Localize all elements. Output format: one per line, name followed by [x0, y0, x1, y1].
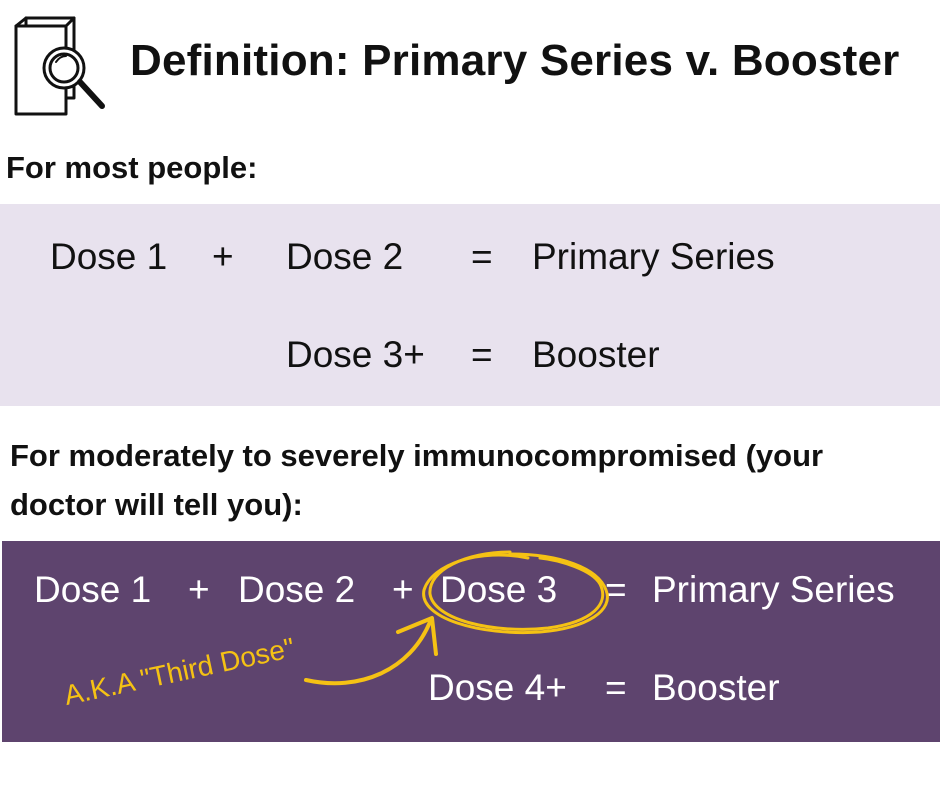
- equals-sign: =: [605, 569, 627, 610]
- page-title: Definition: Primary Series v. Booster: [130, 36, 900, 85]
- section-heading-immunocompromised-line2: doctor will tell you):: [10, 487, 303, 522]
- plus-sign: +: [392, 569, 414, 610]
- dose-3-label: Dose 3: [440, 569, 558, 610]
- plus-sign: +: [212, 236, 234, 277]
- dose-3-plus-label: Dose 3+: [286, 334, 425, 375]
- book-magnifier-icon: [10, 14, 116, 118]
- dose-4-plus-label: Dose 4+: [428, 667, 567, 708]
- dose-1-label: Dose 1: [34, 569, 152, 610]
- primary-series-label: Primary Series: [532, 236, 775, 277]
- dose-2-label: Dose 2: [238, 569, 356, 610]
- dose-1-label: Dose 1: [50, 236, 168, 277]
- equals-sign: =: [471, 334, 493, 375]
- booster-label: Booster: [652, 667, 780, 708]
- highlight-circle: [410, 540, 620, 640]
- primary-series-label: Primary Series: [652, 569, 895, 610]
- dose-2-label: Dose 2: [286, 236, 404, 277]
- section-heading-most-people: For most people:: [6, 150, 258, 185]
- section-heading-immunocompromised-line1: For moderately to severely immunocomprom…: [10, 438, 824, 473]
- equals-sign: =: [471, 236, 493, 277]
- booster-label: Booster: [532, 334, 660, 375]
- equals-sign: =: [605, 667, 627, 708]
- most-people-panel: [0, 204, 940, 406]
- immunocompromised-panel: [2, 541, 940, 742]
- curved-arrow-icon: [300, 610, 450, 690]
- plus-sign: +: [188, 569, 210, 610]
